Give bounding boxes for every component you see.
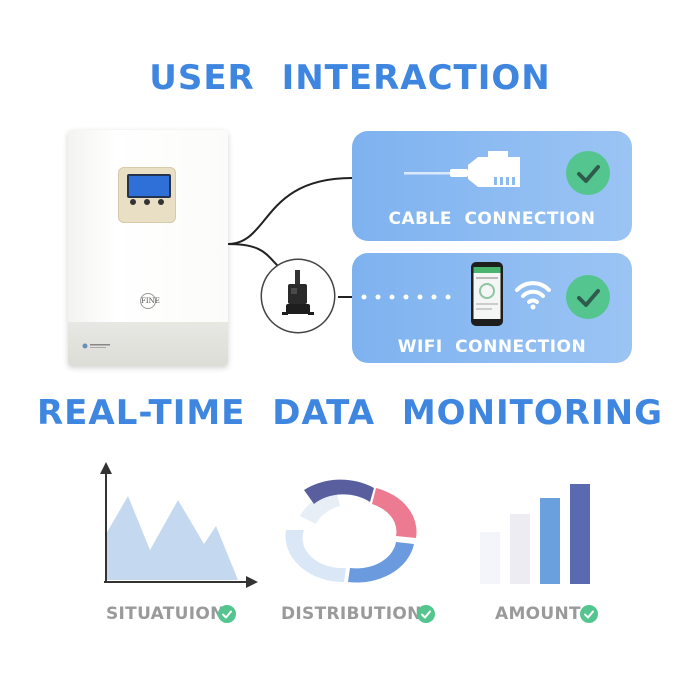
amount-check	[580, 605, 598, 623]
signal-dots	[361, 294, 451, 300]
check-icon	[222, 610, 232, 619]
inverter-control-panel	[118, 167, 176, 223]
cable-connection-label: CABLE CONNECTION	[388, 209, 596, 229]
situation-label: SITUATUION	[106, 604, 225, 624]
amount-label: AMOUNT	[495, 604, 581, 624]
distribution-check	[417, 605, 435, 623]
wifi-dongle	[262, 260, 334, 332]
inverter-device: FINE	[68, 130, 228, 366]
dongle-line	[227, 243, 279, 267]
inverter-button	[158, 199, 164, 205]
wifi-status-check	[566, 275, 610, 319]
inverter-button	[130, 199, 136, 205]
cable-line	[227, 177, 353, 245]
wifi-icon	[515, 281, 551, 310]
inverter-lcd-screen	[127, 174, 171, 198]
check-icon	[577, 165, 600, 183]
real-time-monitoring-heading: REAL-TIME DATA MONITORING	[37, 393, 663, 433]
wifi-connection-label: WIFI CONNECTION	[397, 337, 587, 357]
inverter-brand-logo: FINE	[140, 293, 160, 309]
wifi-dongle-icon	[282, 270, 314, 315]
cable-status-check	[566, 151, 610, 195]
ring-chart-icon	[285, 479, 417, 583]
check-icon	[584, 610, 594, 619]
check-icon	[577, 289, 600, 307]
smartphone-icon	[471, 262, 503, 326]
user-interaction-heading: USER INTERACTION	[149, 58, 551, 98]
manufacturer-logo-icon	[82, 343, 110, 349]
inverter-button	[144, 199, 150, 205]
bar-chart-icon	[480, 484, 590, 584]
check-icon	[421, 610, 431, 619]
ethernet-plug-icon	[404, 151, 520, 187]
cable-connection-card: CABLE CONNECTION	[352, 131, 632, 241]
inverter-base	[68, 322, 228, 366]
wifi-connection-card: WIFI CONNECTION	[352, 253, 632, 363]
distribution-label: DISTRIBUTION	[281, 604, 422, 624]
area-chart-icon	[100, 462, 258, 588]
situation-check	[218, 605, 236, 623]
